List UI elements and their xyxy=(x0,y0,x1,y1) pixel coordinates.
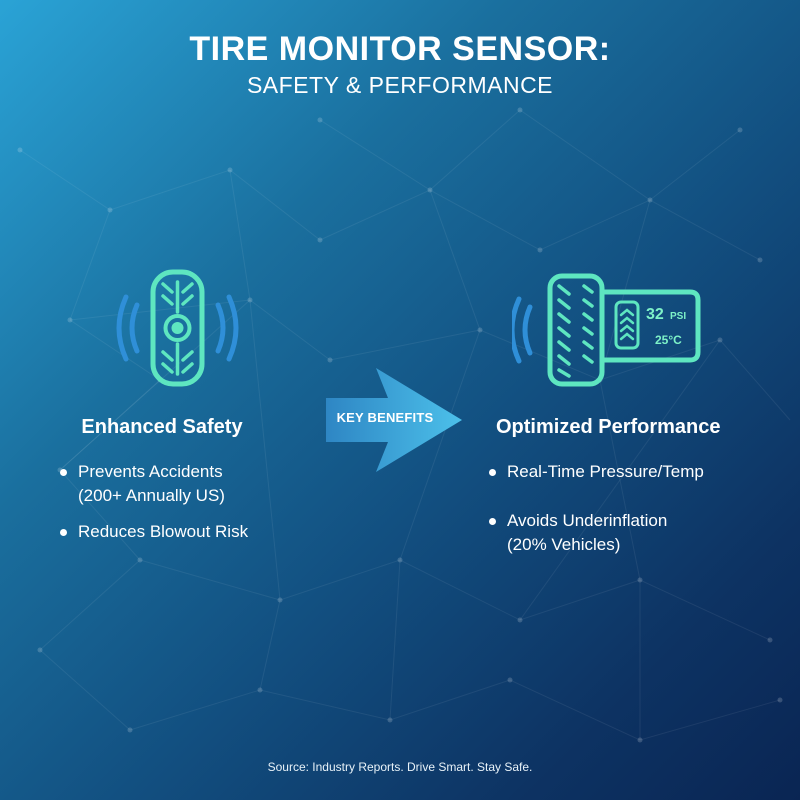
pressure-unit: PSI xyxy=(670,311,686,322)
temperature-value: 25°C xyxy=(655,333,682,347)
arrow-right-icon xyxy=(326,368,462,472)
page-subtitle: SAFETY & PERFORMANCE xyxy=(246,72,554,98)
safety-bullet-list: Prevents Accidents (200+ Annually US) Re… xyxy=(58,460,318,544)
performance-bullet-list: Real-Time Pressure/Temp Avoids Underinfl… xyxy=(487,460,777,557)
list-item: Prevents Accidents (200+ Annually US) xyxy=(58,460,318,508)
key-benefits-label: KEY BENEFITS xyxy=(336,410,434,425)
tire-signal-icon xyxy=(116,269,239,387)
enhanced-safety-heading: Enhanced Safety xyxy=(81,416,243,438)
list-item: Avoids Underinflation (20% Vehicles) xyxy=(487,509,777,557)
list-item: Real-Time Pressure/Temp xyxy=(487,460,777,484)
source-footer: Source: Industry Reports. Drive Smart. S… xyxy=(267,760,533,774)
list-item: Reduces Blowout Risk xyxy=(58,520,318,544)
tire-sensor-display-icon: 32 PSI 25°C xyxy=(512,273,701,387)
pressure-value: 32 xyxy=(646,306,664,323)
page-title: TIRE MONITOR SENSOR: xyxy=(189,30,611,68)
optimized-performance-heading: Optimized Performance xyxy=(496,416,721,438)
